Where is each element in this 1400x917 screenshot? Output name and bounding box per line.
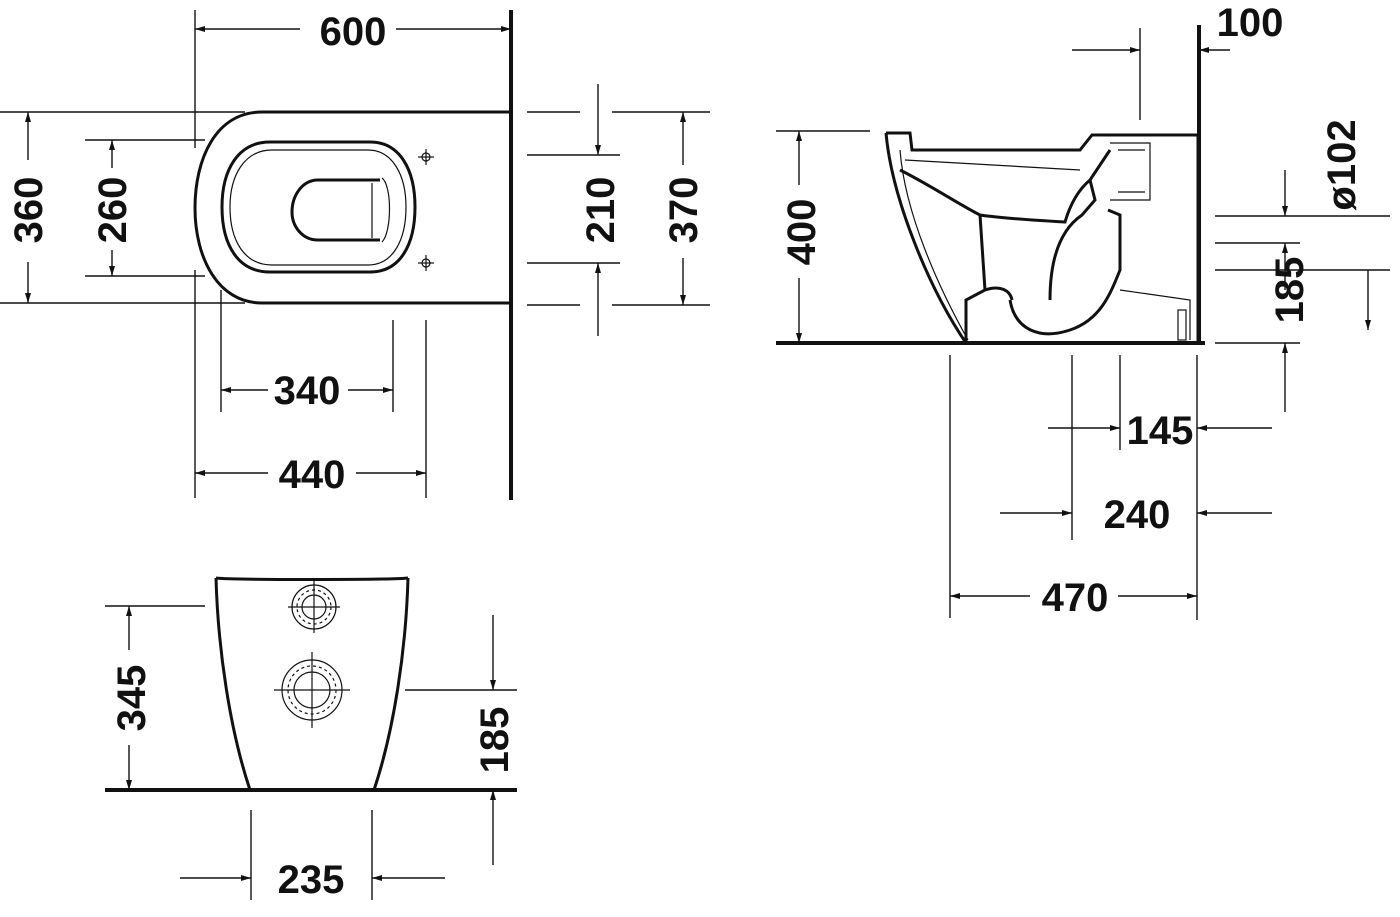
fixing-bolt [1177, 309, 1187, 341]
dim-100-label: 100 [1217, 1, 1284, 45]
dim-260-label: 260 [91, 177, 135, 244]
side-view: 100 ø102 185 400 145 240 470 [776, 1, 1390, 620]
trap-path [899, 149, 1122, 343]
dim-400-label: 400 [780, 199, 824, 266]
dim-370-label: 370 [662, 177, 706, 244]
dim-185-back-label: 185 [473, 707, 517, 774]
dim-340-label: 340 [274, 369, 341, 413]
bowl-side-outline [884, 131, 1200, 344]
dim-360-label: 360 [7, 177, 51, 244]
pan-back-outline [214, 576, 410, 791]
dim-345-label: 345 [110, 665, 154, 732]
trap-inner [1048, 179, 1097, 301]
foot-detail [1119, 289, 1191, 340]
fixing-hole-top [418, 149, 434, 165]
outlet-detail [1118, 149, 1145, 193]
dim-185-side-label: 185 [1268, 257, 1312, 324]
dim-102-label: ø102 [1320, 119, 1364, 210]
bowl-top-outline [193, 110, 511, 305]
dim-145-label: 145 [1127, 409, 1194, 453]
outlet-connector [1110, 142, 1151, 201]
top-view: 600 360 260 210 370 340 [0, 10, 710, 500]
seat-inner-ring [229, 149, 407, 266]
bowl-opening [290, 178, 380, 242]
dim-210-label: 210 [579, 177, 623, 244]
dim-240-label: 240 [1104, 493, 1171, 537]
dim-440-label: 440 [279, 453, 346, 497]
dim-470-label: 470 [1042, 576, 1109, 620]
seat-outer-ring [220, 140, 417, 274]
bowl-rim-detail [371, 177, 391, 243]
inlet-circle [288, 581, 340, 633]
water-line [904, 159, 1081, 171]
dim-235-label: 235 [278, 858, 345, 902]
fixing-hole-bottom [418, 255, 434, 271]
dim-600-label: 600 [320, 10, 387, 54]
back-view: 345 185 235 [105, 576, 517, 902]
bowl-side-inner-shell [899, 149, 969, 341]
outlet-circle [274, 652, 350, 728]
